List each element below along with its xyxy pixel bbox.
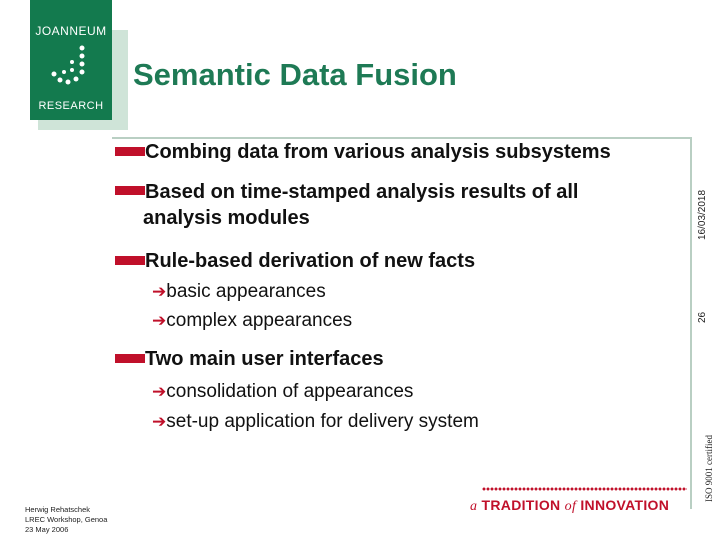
arrow-right-icon: ➔ (152, 412, 167, 431)
frame-top-rule (112, 137, 692, 139)
sub-bullet: ➔basic appearances (152, 281, 326, 302)
bullet-marker (115, 186, 145, 195)
bullet-3: Rule-based derivation of new facts (145, 250, 476, 272)
arrow-right-icon: ➔ (152, 282, 167, 301)
slide-title: Semantic Data Fusion (133, 57, 457, 92)
logo-bottom-text: RESEARCH (38, 100, 104, 112)
frame-shadow (110, 30, 128, 130)
bullet-marker (115, 256, 145, 265)
side-date: 16/03/2018 (697, 189, 708, 240)
bullet-2-line-2: analysis modules (143, 207, 310, 229)
sub-bullet: ➔complex appearances (152, 310, 353, 331)
arrow-right-icon: ➔ (152, 382, 167, 401)
iso-certified-label: ISO 9001 certified (704, 435, 714, 502)
logo-mark-icon (51, 45, 85, 85)
dotted-rule (482, 487, 687, 491)
bullet-2-line-1: Based on time-stamped analysis results o… (145, 181, 579, 203)
presenter-footer: Herwig Rehatschek LREC Workshop, Genoa 2… (25, 505, 108, 534)
sub-bullet: ➔set-up application for delivery system (152, 411, 479, 432)
joanneum-logo: JOANNEUM RESEARCH (30, 0, 112, 120)
arrow-right-icon: ➔ (152, 311, 167, 330)
bullet-1: Combing data from various analysis subsy… (145, 141, 611, 163)
logo-top-text: JOANNEUM (35, 24, 107, 38)
side-page-number: 26 (697, 311, 708, 323)
bullet-marker (115, 147, 145, 156)
tradition-slogan: a TRADITION of INNOVATION (470, 497, 670, 514)
sub-bullet: ➔consolidation of appearances (152, 381, 414, 402)
bullet-4: Two main user interfaces (145, 348, 384, 370)
frame-right-rule (690, 137, 692, 509)
bullet-marker (115, 354, 145, 363)
